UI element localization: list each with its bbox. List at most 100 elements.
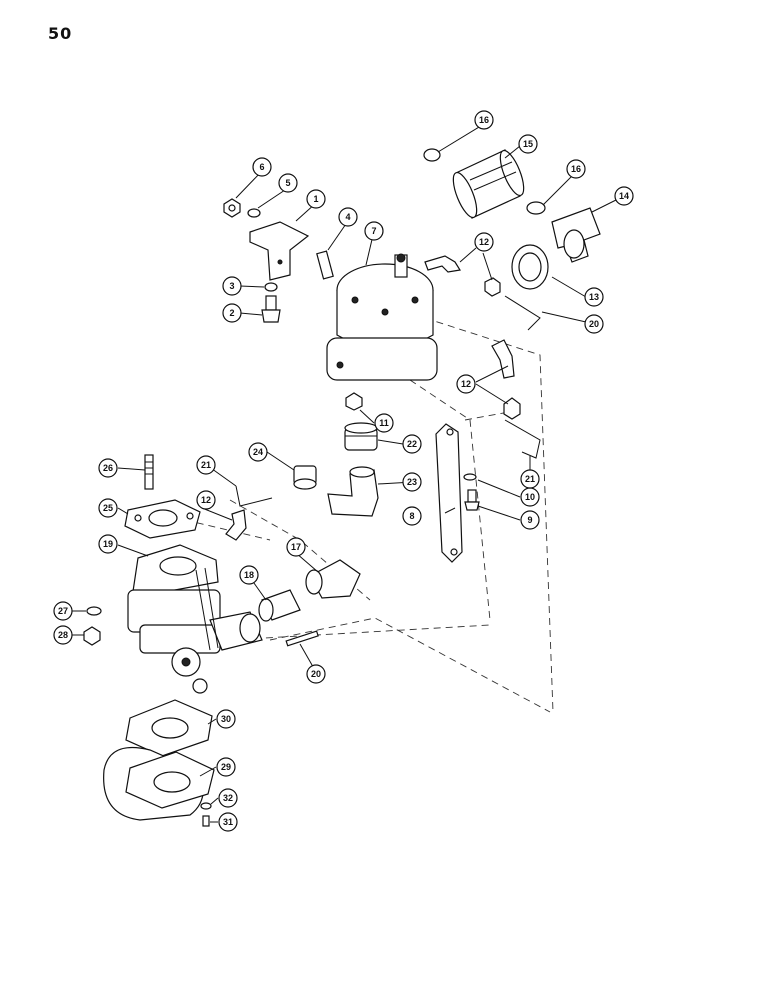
callout-31: 31: [218, 812, 238, 832]
callout-24: 24: [248, 442, 268, 462]
callout-25: 25: [98, 498, 118, 518]
svg-text:14: 14: [619, 191, 629, 201]
svg-text:20: 20: [311, 669, 321, 679]
svg-text:1: 1: [313, 194, 318, 204]
callout-21-right: 21: [520, 469, 540, 489]
gasket-30: [125, 699, 213, 757]
callout-4: 4: [338, 207, 358, 227]
svg-text:29: 29: [221, 762, 231, 772]
lock-washer-27: [86, 606, 102, 616]
elbow-outlet: [305, 559, 361, 599]
callout-20-right: 20: [584, 314, 604, 334]
callout-3: 3: [222, 276, 242, 296]
hose-clamp: [423, 148, 546, 215]
svg-text:7: 7: [371, 226, 376, 236]
plug-fitting: [344, 422, 378, 451]
svg-text:27: 27: [58, 606, 68, 616]
callout-12-right: 12: [456, 374, 476, 394]
callout-32: 32: [218, 788, 238, 808]
bolt-lower: [464, 489, 480, 511]
callout-16-top: 16: [474, 110, 494, 130]
dashed-routing-lines: [184, 317, 554, 713]
callout-19: 19: [98, 534, 118, 554]
callout-13: 13: [584, 287, 604, 307]
nut-small: [345, 392, 363, 411]
sleeve-nut-right: [503, 397, 521, 420]
callout-27: 27: [53, 601, 73, 621]
fuel-line-right: [504, 419, 541, 459]
callout-28: 28: [53, 625, 73, 645]
support-strap: [435, 423, 463, 563]
page-number: 50: [48, 24, 73, 43]
svg-text:21: 21: [525, 474, 535, 484]
nut: [223, 198, 241, 218]
sleeve-nut: [484, 277, 501, 297]
svg-text:12: 12: [479, 237, 489, 247]
stud-26: [144, 454, 154, 490]
callout-12-left: 12: [196, 490, 216, 510]
adapter-fitting: [511, 244, 549, 290]
callout-26: 26: [98, 458, 118, 478]
lock-washer-lower: [463, 473, 477, 481]
svg-text:8: 8: [409, 511, 414, 521]
callout-2: 2: [222, 303, 242, 323]
callout-1: 1: [306, 189, 326, 209]
callout-14: 14: [614, 186, 634, 206]
fuel-pump: [326, 253, 438, 381]
fuel-line: [504, 295, 541, 331]
svg-text:30: 30: [221, 714, 231, 724]
callout-15: 15: [518, 134, 538, 154]
callout-5: 5: [278, 173, 298, 193]
svg-text:16: 16: [479, 115, 489, 125]
callout-22: 22: [402, 434, 422, 454]
mounting-bracket: [249, 221, 310, 281]
bolt: [261, 295, 281, 323]
svg-text:9: 9: [527, 515, 532, 525]
callout-30: 30: [216, 709, 236, 729]
carburetor-body: [127, 544, 263, 694]
reducer-fitting: [258, 589, 301, 622]
adapter-29: [103, 746, 215, 821]
callouts: 1 2 3 4 5 6 7 8 9 10 11 12 12 12 13 14 1…: [53, 110, 634, 832]
svg-text:25: 25: [103, 503, 113, 513]
washer-32: [200, 802, 212, 810]
svg-text:26: 26: [103, 463, 113, 473]
gasket-25: [124, 499, 201, 539]
svg-text:11: 11: [379, 418, 389, 428]
svg-text:24: 24: [253, 447, 263, 457]
tube-small: [285, 630, 319, 647]
svg-text:21: 21: [201, 460, 211, 470]
callout-10: 10: [520, 487, 540, 507]
svg-text:17: 17: [291, 542, 301, 552]
callout-9: 9: [520, 510, 540, 530]
svg-text:16: 16: [571, 164, 581, 174]
callout-12-top: 12: [474, 232, 494, 252]
callout-11: 11: [374, 413, 394, 433]
fuel-hose: [452, 149, 525, 219]
callout-18: 18: [239, 565, 259, 585]
svg-text:2: 2: [229, 308, 234, 318]
svg-text:18: 18: [244, 570, 254, 580]
svg-text:15: 15: [523, 139, 533, 149]
tee-fitting: [551, 207, 601, 263]
svg-text:5: 5: [285, 178, 290, 188]
callout-20-lower: 20: [306, 664, 326, 684]
callout-7: 7: [364, 221, 384, 241]
stud: [316, 250, 334, 280]
callout-29: 29: [216, 757, 236, 777]
svg-text:22: 22: [407, 439, 417, 449]
svg-text:19: 19: [103, 539, 113, 549]
callout-16-right: 16: [566, 159, 586, 179]
svg-text:12: 12: [201, 495, 211, 505]
nut-28: [83, 626, 101, 646]
callout-23: 23: [402, 472, 422, 492]
plug-small: [293, 465, 317, 490]
elbow-fitting: [424, 255, 461, 273]
elbow-12-lower: [225, 509, 247, 541]
callout-17: 17: [286, 537, 306, 557]
washer: [264, 282, 278, 292]
svg-text:28: 28: [58, 630, 68, 640]
svg-text:10: 10: [525, 492, 535, 502]
lock-washer: [247, 208, 261, 218]
